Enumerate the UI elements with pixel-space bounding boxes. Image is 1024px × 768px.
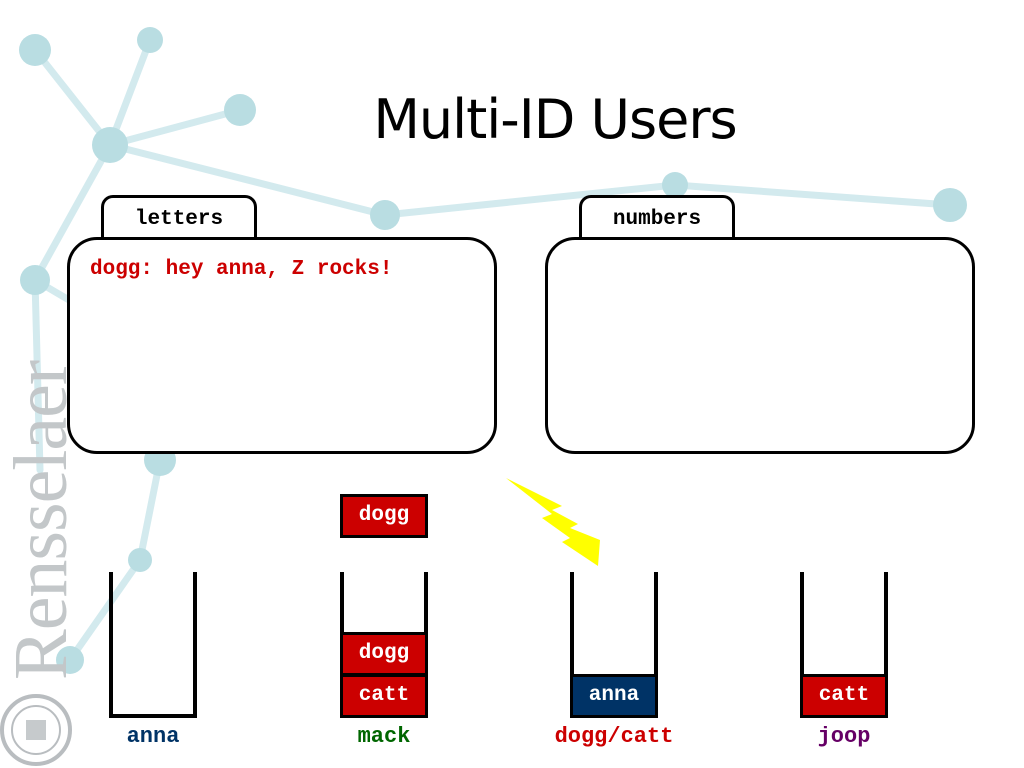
tab-letters[interactable]: letters	[101, 195, 257, 239]
rensselaer-wordmark: Rensselaer	[0, 360, 83, 680]
stack-token-anna[interactable]: anna	[570, 674, 658, 718]
rpi-seal-icon	[0, 694, 72, 766]
stack-token-catt[interactable]: catt	[800, 674, 888, 718]
slide-title: Multi-ID Users	[373, 88, 737, 151]
stack-label-dogg-catt: dogg/catt	[554, 724, 674, 749]
stack-label-anna: anna	[126, 724, 180, 749]
tab-numbers[interactable]: numbers	[579, 195, 735, 239]
floating-token-dogg[interactable]: dogg	[340, 494, 428, 538]
stack-anna	[109, 572, 197, 718]
numbers-chat-window	[545, 237, 975, 454]
lightning-bolt-icon	[506, 478, 600, 566]
stack-label-mack: mack	[357, 724, 411, 749]
stack-token-catt[interactable]: catt	[340, 674, 428, 718]
stack-token-dogg[interactable]: dogg	[340, 632, 428, 676]
stack-label-joop: joop	[817, 724, 871, 749]
letters-chat-window: dogg: hey anna, Z rocks!	[67, 237, 497, 454]
chat-message: dogg: hey anna, Z rocks!	[90, 258, 393, 281]
